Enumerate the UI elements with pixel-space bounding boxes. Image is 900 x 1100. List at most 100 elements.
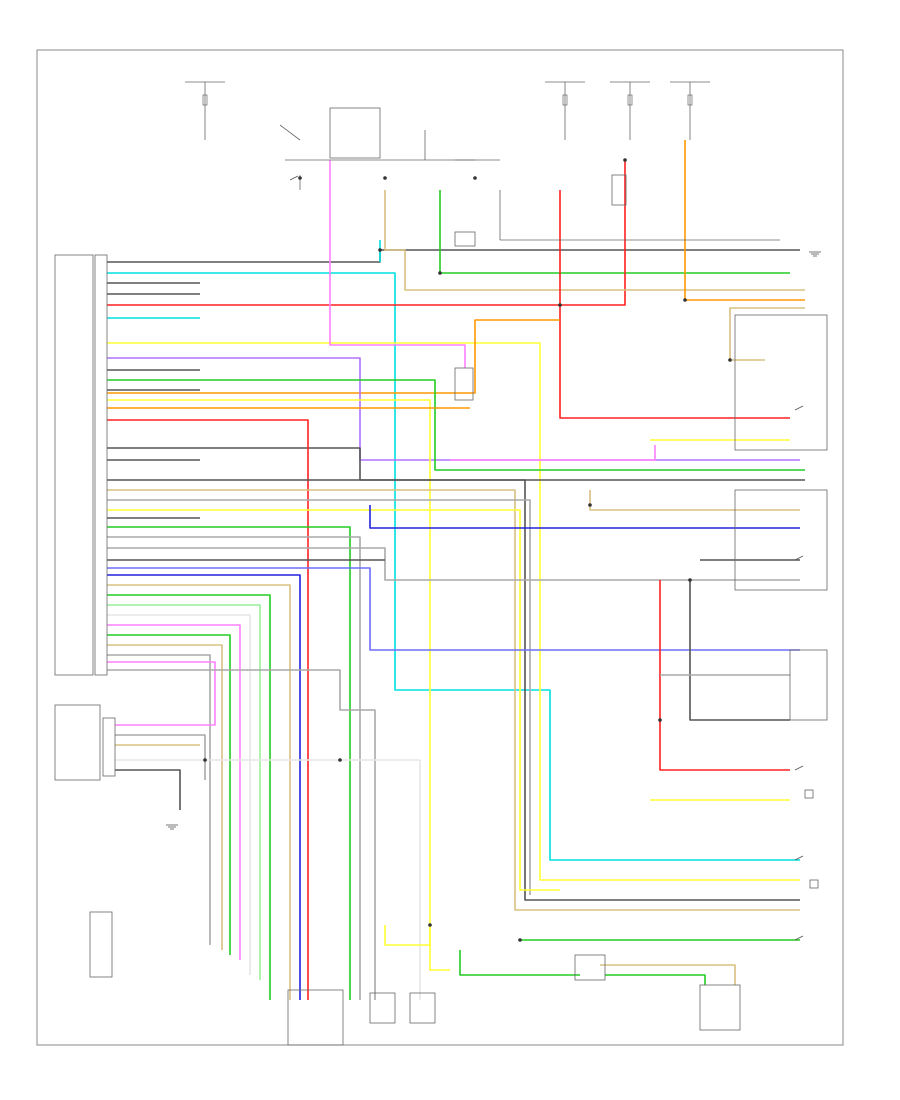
splice-dot [298,176,302,180]
fuse-icon [562,94,568,106]
mode-motor-pins [102,717,116,777]
splice-dot [338,758,342,762]
wire-orange-13 [107,319,560,394]
blower-relay-right [789,649,828,721]
wire-gray-46 [107,669,376,1000]
switch-contact-icon [794,855,804,861]
splice-dot [378,248,382,252]
splice-dot [518,938,522,942]
splice-dot [428,923,432,927]
wire-light_green-16 [107,379,805,471]
wire-red-5 [107,160,626,306]
wire-pink-41 [107,624,241,960]
switch-contact-icon [289,175,299,181]
pcm-connector-left [54,254,94,676]
ground-symbol-icon [166,824,178,830]
wire-black-53 [689,580,790,721]
wire-light_green-57 [459,950,580,976]
wire-tan-8 [729,307,805,361]
wire-tan-43 [107,644,223,950]
wire-gray-48 [115,734,206,780]
solenoid-right [734,489,828,591]
wire-layer [107,140,805,1000]
splice-dot [683,298,687,302]
wire-light_green-42 [107,634,231,955]
wire-yellow-28 [107,509,560,891]
splice-dot [658,718,662,722]
servo-box [287,989,344,1046]
wire-red-9 [559,190,790,419]
splice-dot [203,758,207,762]
splice-dot [688,578,692,582]
splice-dot [728,358,732,362]
mode-control-motor-box [54,704,101,781]
wire-light_green-4 [439,190,790,274]
diagram-border [36,49,844,1046]
heater-relay-box [574,954,606,981]
splice-dot [383,176,387,180]
fuse-icon [627,94,633,106]
splice-dot [473,176,477,180]
wire-gray-33 [107,547,800,581]
wire-pale_green-39 [107,604,261,980]
sensor-a-box [369,992,396,1024]
wire-black-22 [107,447,805,481]
relay-box [329,107,381,159]
wire-pink-12 [329,160,466,368]
wire-tan-6 [384,190,805,291]
wire-gray-27 [107,499,531,895]
splice-dot [558,303,562,307]
wire-light_green-30 [107,526,351,1000]
wire-white-47 [115,759,421,1000]
wire-red-23 [107,419,309,1000]
pcm-connector-pins [94,254,108,676]
wire-white-40 [107,614,251,975]
wire-gray-32 [107,536,361,1000]
wire-pink-20 [450,445,656,461]
fuse-icon [687,94,693,106]
wire-cyan-1 [107,272,800,861]
evap-sensor-box [699,984,741,1031]
wire-black-25 [107,479,800,901]
relay-mid-box [454,367,474,401]
splice-dot [623,158,627,162]
wire-yellow-18 [107,399,450,971]
blower-motor-sensor [804,789,814,799]
comp-module-right [734,314,828,451]
wire-light_blue-35 [107,567,800,651]
relay-b-box [454,231,476,247]
recirc-motor-box [89,911,113,978]
wire-gray-44 [107,654,211,945]
switch-contact-icon [794,405,804,411]
wire-light_green-38 [107,594,271,1000]
wire-tan-55 [589,490,800,511]
pin-mark-layer [203,158,732,942]
wire-yellow-11 [107,342,800,881]
pressure-switch-box [611,174,627,206]
wire-black-0 [107,249,800,263]
wire-tan-59 [600,964,736,985]
wire-black-50 [115,769,181,810]
wire-light_green-58 [605,974,706,985]
wire-tan-26 [107,489,800,911]
wire-red-51 [659,580,790,771]
wire-orange-7 [684,140,805,301]
wire-pink-45 [107,661,216,726]
wire-blue-31 [369,505,800,529]
wire-tan-37 [107,584,291,1000]
aux-sensor [809,879,819,889]
switch-contact-icon [794,555,804,561]
relay-switch-line [279,124,301,141]
wire-violet-14 [107,357,800,461]
fuse-icon [202,94,208,106]
splice-dot [438,271,442,275]
wire-blue-36 [107,574,301,1000]
component-layer [54,81,828,1046]
ground-symbol-icon [809,251,821,257]
splice-dot [588,503,592,507]
wire-yellow-61 [384,925,431,946]
sensor-b-box [409,992,436,1024]
switch-contact-icon [794,765,804,771]
switch-contact-icon [794,935,804,941]
